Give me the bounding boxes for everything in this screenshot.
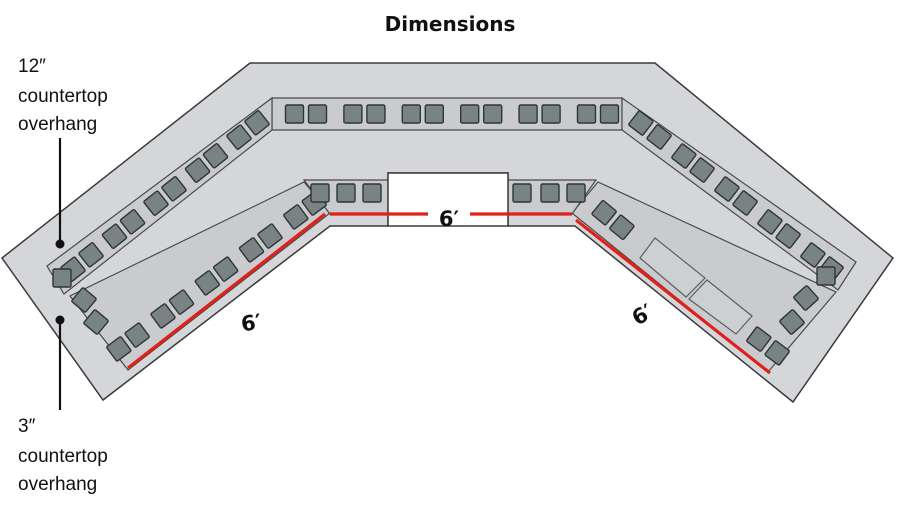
- leader-dot-top: [55, 239, 65, 249]
- cabinet-tile: [194, 270, 220, 296]
- cabinet-tile: [150, 303, 176, 329]
- cabinet-tile: [101, 223, 128, 249]
- cabinet-tile: [512, 183, 532, 203]
- cabinet-tile: [671, 143, 697, 169]
- cabinet-tile: [143, 190, 169, 216]
- cabinet-tile: [541, 104, 561, 124]
- cabinet-tile: [168, 289, 195, 315]
- cabinet-tile: [757, 209, 783, 235]
- cabinet-tile: [184, 157, 211, 183]
- cabinet-tile: [628, 110, 654, 136]
- overhang-top-line2: countertop: [18, 86, 108, 107]
- cabinet-tile: [161, 176, 187, 202]
- cabinet-tile: [540, 183, 560, 203]
- cabinet-tile: [52, 268, 72, 288]
- cabinet-tile: [746, 326, 772, 352]
- cabinet-tile: [119, 209, 146, 235]
- cabinet-tile: [244, 110, 270, 136]
- center-opening: [387, 172, 509, 227]
- cabinet-tile: [310, 183, 330, 203]
- cabinet-tile: [238, 237, 265, 263]
- overhang-note-top: 12″ countertop overhang: [18, 56, 112, 135]
- overhang-top-line3: overhang: [18, 114, 97, 135]
- cabinet-tile: [732, 190, 758, 216]
- dimension-line-right: [575, 218, 771, 375]
- cabinet-tile: [518, 104, 538, 124]
- overhang-top-size: 12″: [18, 56, 46, 77]
- appliance-doors: [639, 237, 753, 335]
- cabinet-tile: [646, 124, 672, 150]
- cabinet-tile: [202, 143, 229, 169]
- appliance-door: [639, 237, 706, 298]
- cabinet-tiles: [52, 104, 844, 366]
- dimension-label-center: 6′: [439, 207, 460, 231]
- overhang-bottom-line2: countertop: [18, 446, 108, 467]
- cabinet-tile: [284, 104, 305, 124]
- cabinet-tile: [793, 285, 819, 311]
- cabinet-tile: [460, 104, 480, 124]
- cabinet-tile: [83, 309, 109, 335]
- cabinet-tile: [78, 242, 104, 268]
- cabinet-tile: [424, 104, 444, 124]
- cabinet-tile: [343, 104, 363, 124]
- cabinet-tile: [779, 309, 805, 335]
- cabinet-tile: [689, 157, 715, 183]
- dimension-label-left: 6′: [239, 310, 263, 337]
- appliance-door: [688, 279, 753, 335]
- dimension-line-left: [127, 212, 326, 370]
- cabinet-tile: [257, 223, 283, 249]
- cabinet-tile: [307, 104, 328, 124]
- cabinet-tile: [362, 183, 382, 203]
- dimension-label-right: 6′: [628, 299, 658, 330]
- diagram-title: Dimensions: [385, 12, 516, 36]
- overhang-bottom-size: 3″: [18, 416, 36, 437]
- overhang-bottom-line3: overhang: [18, 474, 97, 495]
- cabinet-tile: [599, 104, 620, 124]
- cabinet-tile: [483, 104, 503, 124]
- overhang-note-bottom: 3″ countertop overhang: [18, 416, 112, 495]
- cabinet-tile: [71, 287, 97, 313]
- cabinet-tile: [401, 104, 421, 124]
- cabinet-tile: [714, 176, 740, 202]
- cabinet-tile: [764, 340, 790, 366]
- cabinet-tile: [283, 204, 309, 230]
- cabinet-tile: [366, 104, 386, 124]
- cabinet-tile: [106, 336, 132, 362]
- cabinet-tile: [226, 124, 252, 150]
- cabinet-tile: [124, 322, 150, 348]
- leader-dot-bottom: [55, 315, 65, 325]
- cabinet-tile: [816, 266, 836, 286]
- cabinet-tile: [566, 183, 586, 203]
- cabinet-tile: [775, 223, 801, 249]
- cabinet-tile: [800, 242, 826, 268]
- cabinet-tile: [213, 256, 239, 282]
- cabinet-tile: [609, 214, 635, 241]
- cabinet-tile: [576, 104, 597, 124]
- cabinet-tile: [591, 199, 617, 226]
- cabinet-tile: [336, 183, 356, 203]
